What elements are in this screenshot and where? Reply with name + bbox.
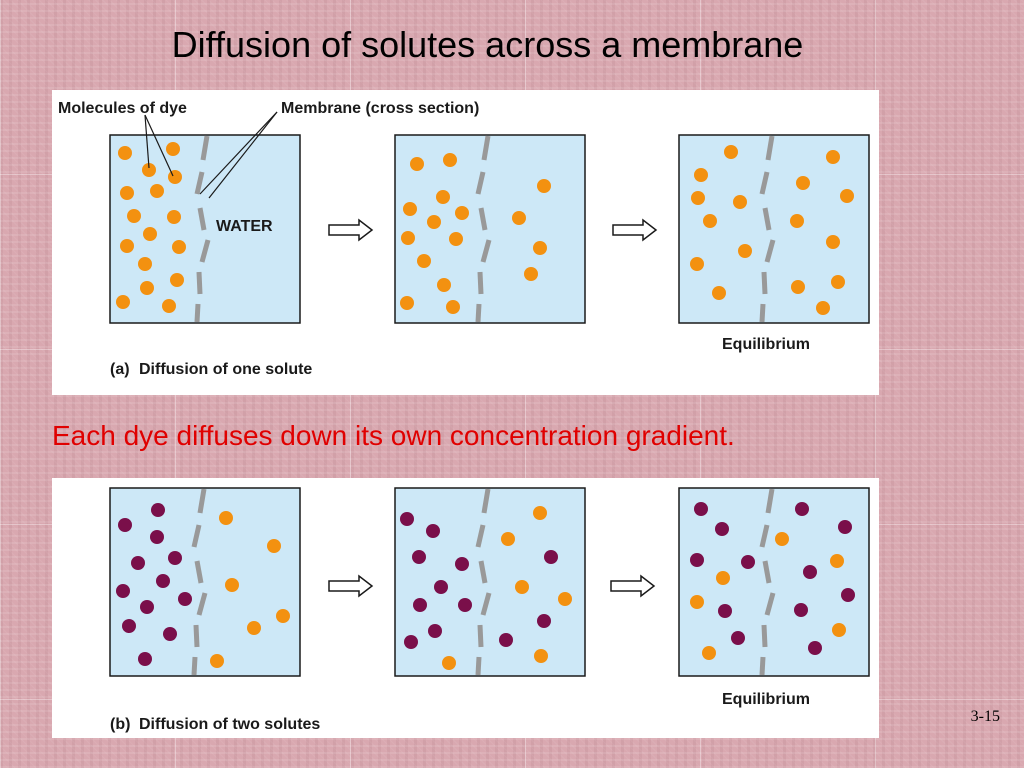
label-equilibrium-b: Equilibrium <box>722 691 810 708</box>
label-membrane: Membrane (cross section) <box>281 100 479 117</box>
orange-dye-b-middle <box>442 506 572 670</box>
purple-dye-b-middle <box>400 512 558 649</box>
box-b-equilibrium <box>678 487 870 677</box>
arrow-a-1 <box>328 218 374 242</box>
dye-molecules-a-equilibrium <box>690 145 854 315</box>
dye-molecules-a-initial <box>116 142 186 313</box>
box-a-equilibrium <box>678 134 870 324</box>
orange-dye-b-equilibrium <box>690 532 846 660</box>
box-b-middle <box>394 487 586 677</box>
membrane-b-middle <box>475 488 492 676</box>
purple-dye-b-equilibrium <box>690 502 855 655</box>
arrow-b-1 <box>328 574 374 598</box>
purple-dye-b-initial <box>116 503 192 666</box>
slide-title: Diffusion of solutes across a membrane <box>171 24 804 65</box>
leader-lines <box>144 111 278 199</box>
dye-molecules-a-middle <box>400 153 551 314</box>
arrow-b-2 <box>610 574 656 598</box>
membrane-a-middle <box>475 135 492 323</box>
figure-b-caption-letter: (b) <box>110 716 130 733</box>
figure-a-caption: Diffusion of one solute <box>139 361 312 378</box>
membrane-b-initial <box>191 488 208 676</box>
concentration-gradient-caption: Each dye diffuses down its own concentra… <box>52 420 735 451</box>
orange-dye-b-initial <box>210 511 290 668</box>
box-a-middle <box>394 134 586 324</box>
figure-a-diagram: Molecules of dye Membrane (cross section… <box>58 100 870 378</box>
figure-b-panel: Equilibrium (b) Diffusion of two solutes <box>52 478 879 738</box>
figure-a-caption-letter: (a) <box>110 361 130 378</box>
membrane-b-equilibrium <box>759 488 776 676</box>
figure-b-caption: Diffusion of two solutes <box>139 716 320 733</box>
label-equilibrium-a: Equilibrium <box>722 336 810 353</box>
page-number: 3-15 <box>970 708 1000 725</box>
membrane-a-initial <box>194 135 211 323</box>
label-water: WATER <box>216 218 273 235</box>
box-b-initial <box>109 487 301 677</box>
label-molecules-of-dye: Molecules of dye <box>58 100 187 117</box>
figure-b-diagram: Equilibrium (b) Diffusion of two solutes <box>109 487 870 733</box>
membrane-a-equilibrium <box>759 135 776 323</box>
arrow-a-2 <box>612 218 658 242</box>
figure-a-panel: Molecules of dye Membrane (cross section… <box>52 90 879 395</box>
